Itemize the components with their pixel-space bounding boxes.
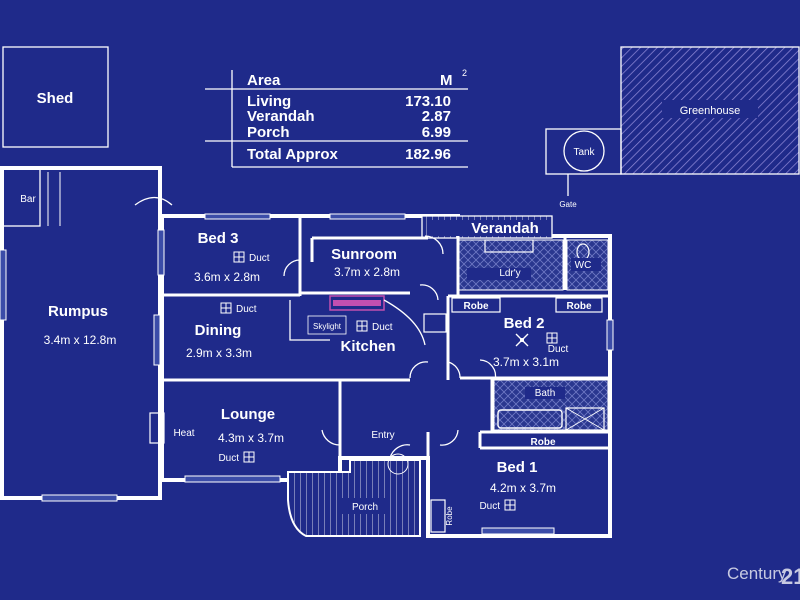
robe-label: Robe	[567, 301, 592, 312]
bed3-dims: 3.6m x 2.8m	[194, 270, 260, 284]
laundry-tubs	[484, 239, 534, 253]
rumpus-dims: 3.4m x 12.8m	[44, 333, 117, 347]
greenhouse-label: Greenhouse	[680, 105, 741, 117]
rumpus-door	[134, 196, 173, 206]
bed1-name: Bed 1	[497, 459, 538, 476]
shed-outline	[2, 46, 109, 148]
shed-label: Shed	[37, 90, 74, 107]
duct-label: Duct	[218, 453, 239, 464]
area-header-unit-sup: 2	[462, 68, 467, 78]
ceiling-fan-icon	[515, 333, 529, 347]
duct-icon	[546, 332, 558, 344]
robe-label: Robe	[531, 437, 556, 448]
porch-label: Porch	[352, 502, 378, 513]
rumpus-window	[153, 314, 161, 366]
tank-box	[545, 128, 622, 175]
verandah-label: Verandah	[471, 220, 539, 237]
kitchen-counter	[383, 299, 426, 346]
sunroom-dims: 3.7m x 2.8m	[334, 265, 400, 279]
duct-icon	[504, 499, 516, 511]
laundry-floor	[458, 239, 564, 291]
rumpus-window	[0, 249, 7, 321]
bed3-window	[204, 213, 271, 220]
dining-name: Dining	[195, 322, 242, 339]
lounge-window	[184, 475, 281, 483]
area-row-value: 6.99	[422, 124, 451, 141]
bed2-window	[606, 319, 614, 351]
area-row-label: Verandah	[247, 108, 315, 125]
area-table: Area M 2 Living 173.10 Verandah 2.87 Por…	[205, 68, 468, 168]
bed2-name: Bed 2	[504, 315, 545, 332]
area-row-label: Living	[247, 93, 291, 110]
sunroom-name: Sunroom	[331, 246, 397, 263]
kitchen-counter	[289, 300, 330, 341]
robe-bed2-right	[555, 297, 603, 313]
logo-number: 21	[781, 564, 800, 589]
area-header-unit: M	[440, 72, 453, 89]
dining-dims: 2.9m x 3.3m	[186, 346, 252, 360]
shower	[565, 407, 605, 431]
entry-label: Entry	[371, 430, 394, 441]
duct-label: Duct	[548, 344, 569, 355]
laundry-label: Ldr'y	[499, 268, 520, 279]
robe-label: Robe	[464, 301, 489, 312]
century21-logo: Century 21	[727, 564, 800, 589]
gate-label: Gate	[559, 200, 577, 209]
sunroom-window	[329, 213, 406, 220]
robe-label: Robe	[445, 506, 454, 526]
duct-icon	[356, 320, 368, 332]
bed3-name: Bed 3	[198, 230, 239, 247]
robe-bed1	[430, 499, 446, 533]
area-row-value: 2.87	[422, 108, 451, 125]
area-total-label: Total Approx	[247, 146, 338, 163]
area-header-label: Area	[247, 72, 281, 89]
duct-label: Duct	[372, 322, 393, 333]
skylight-box	[307, 315, 347, 335]
duct-icon	[233, 251, 245, 263]
robe-bed2-left	[451, 297, 501, 313]
duct-label: Duct	[236, 304, 257, 315]
bed1-dims: 4.2m x 3.7m	[490, 481, 556, 495]
bed3-side-window	[157, 229, 165, 276]
duct-label: Duct	[249, 253, 270, 264]
tank-circle	[563, 130, 605, 172]
bar-counter	[1, 167, 41, 227]
wc-label: WC	[575, 260, 592, 271]
rumpus-window	[41, 494, 118, 502]
cooktop-icon	[423, 313, 447, 333]
area-total-value: 182.96	[405, 146, 451, 163]
bed1-window	[481, 527, 555, 535]
bed2-dims: 3.7m x 3.1m	[493, 355, 559, 369]
area-row-value: 173.10	[405, 93, 451, 110]
kitchen-bench	[329, 295, 385, 311]
lounge-name: Lounge	[221, 406, 275, 423]
bath-label: Bath	[535, 388, 556, 399]
bar-label: Bar	[20, 194, 36, 205]
area-row-label: Porch	[247, 124, 290, 141]
duct-icon	[243, 451, 255, 463]
duct-icon	[220, 302, 232, 314]
rumpus-name: Rumpus	[48, 303, 108, 320]
greenhouse-outline	[620, 46, 800, 175]
lounge-dims: 4.3m x 3.7m	[218, 431, 284, 445]
heater-icon	[149, 412, 165, 444]
skylight-label: Skylight	[313, 322, 342, 331]
heat-label: Heat	[173, 428, 194, 439]
duct-label: Duct	[479, 501, 500, 512]
kitchen-name: Kitchen	[340, 338, 395, 355]
tank-label: Tank	[573, 147, 595, 158]
bathtub	[497, 409, 563, 429]
logo-text: Century	[727, 564, 787, 583]
